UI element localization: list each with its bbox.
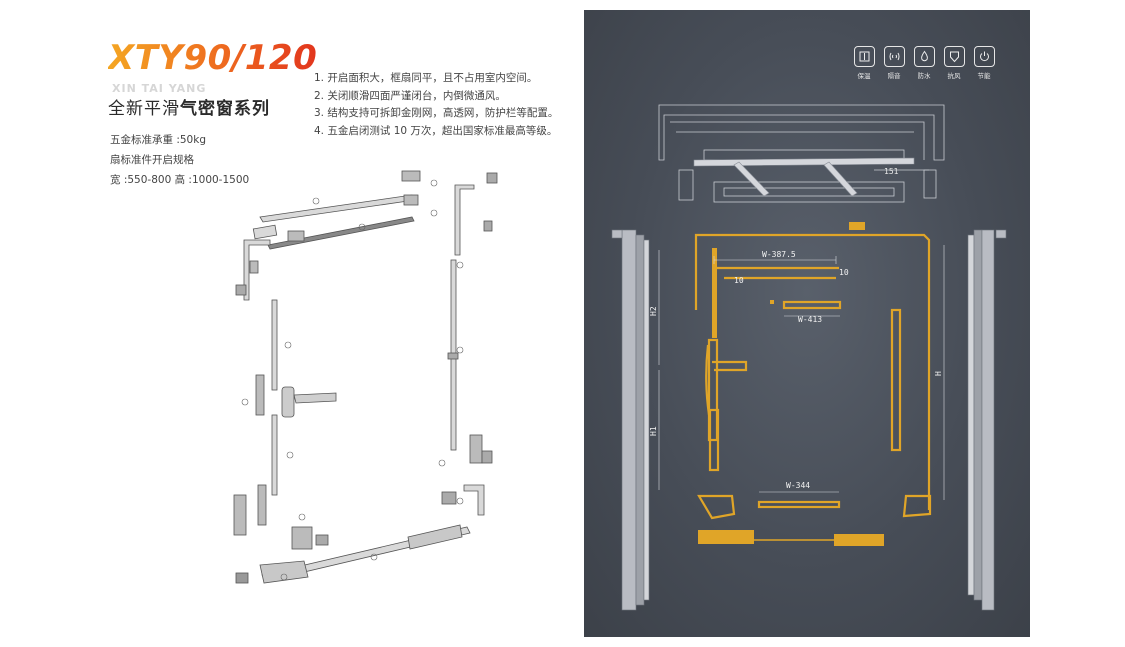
hardware-exploded-diagram	[233, 170, 498, 584]
feature-icon-item: 防水	[910, 46, 938, 80]
feature-icon-label: 节能	[977, 72, 991, 80]
model-title: XTY90/120	[108, 38, 318, 78]
spec-list: 五金标准承重 :50kg 扇标准件开启规格 宽 :550-800 高 :1000…	[110, 130, 249, 190]
dim-w2: W-413	[798, 315, 822, 324]
feature-icon-label: 抗风	[947, 72, 961, 80]
feature-item: 2. 关闭顺滑四面严谨闭台，内倒微通风。	[314, 89, 506, 102]
technical-drawing-panel: 保温 隔音 防水 抗风 节能	[584, 10, 1030, 637]
feature-icon-label: 隔音	[887, 72, 901, 80]
waterproof-icon	[913, 46, 935, 67]
feature-item: 4. 五金启闭测试 10 万次，超出国家标准最高等级。	[314, 124, 558, 137]
feature-item: 1. 开启面积大，框扇同平，且不占用室内空间。	[314, 72, 538, 84]
feature-item: 3. 结构支持可拆卸金刚网，高透网，防护栏等配置。	[314, 107, 559, 119]
dim-w1: W-387.5	[762, 250, 796, 259]
hardware-layout-drawing: 151	[611, 104, 1007, 611]
feature-icon-label: 保温	[857, 72, 871, 80]
series-name-bold: 气密窗系列	[180, 99, 270, 119]
feature-icon-item: 抗风	[940, 46, 968, 80]
dim-h1: H1	[649, 426, 658, 436]
feature-list: 1. 开启面积大，框扇同平，且不占用室内空间。 2. 关闭顺滑四面严谨闭台，内倒…	[314, 70, 558, 140]
dim-h2: H2	[649, 306, 658, 316]
spec-size: 宽 :550-800 高 :1000-1500	[110, 174, 250, 186]
series-name: 全新平滑气密窗系列	[108, 94, 270, 119]
wind-icon	[943, 46, 965, 67]
feature-icon-label: 防水	[917, 72, 931, 80]
spec-standard: 扇标准件开启规格	[110, 154, 194, 166]
feature-icon-row: 保温 隔音 防水 抗风 节能	[850, 46, 1000, 80]
feature-icon-item: 隔音	[880, 46, 908, 80]
spec-load: 五金标准承重 :50kg	[110, 134, 206, 146]
brand-english-name: XIN TAI YANG	[112, 82, 207, 95]
dim-h: H	[934, 371, 943, 376]
feature-icon-item: 保温	[850, 46, 878, 80]
soundproof-icon	[883, 46, 905, 67]
feature-icon-item: 节能	[970, 46, 998, 80]
dim-top-offset: 151	[884, 167, 899, 176]
power-icon	[973, 46, 995, 67]
dim-gap-a: 10	[734, 276, 744, 285]
series-name-normal: 全新平滑	[108, 99, 180, 119]
thermal-icon	[853, 46, 875, 67]
dim-gap-b: 10	[839, 268, 849, 277]
dim-w3: W-344	[786, 481, 810, 490]
